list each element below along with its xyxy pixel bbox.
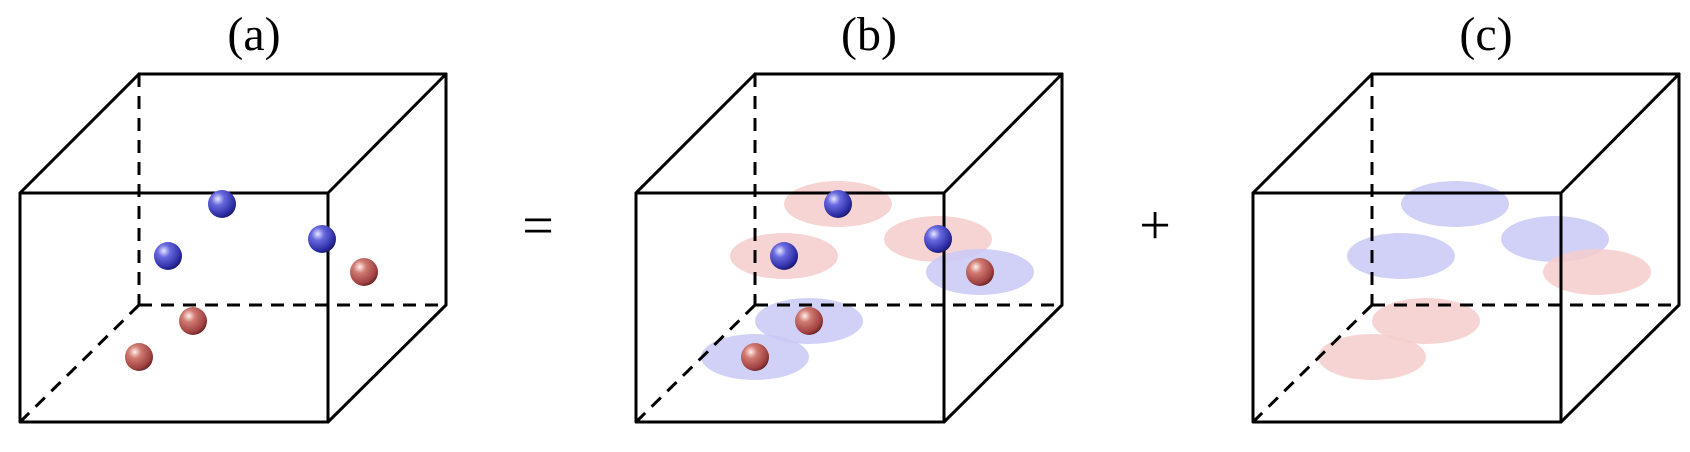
panel-a-label: (a) [227, 8, 280, 61]
negative-charge-particle [770, 242, 798, 270]
edge-top-left [634, 72, 757, 195]
edge-bottom-right [326, 303, 448, 424]
edge-bottom-right [942, 303, 1064, 424]
plus-sign: + [1139, 195, 1171, 257]
panel-c-clouds [1318, 181, 1651, 380]
panel-c-label: (c) [1459, 8, 1512, 61]
panel-b: (b) [634, 8, 1064, 424]
equals-sign: = [522, 195, 554, 257]
positive-charge-particle [795, 307, 823, 335]
panel-a-box [18, 72, 448, 424]
positive-charge-particle [966, 258, 994, 286]
positive-charge-particle [125, 343, 153, 371]
negative-screening-cloud [1401, 181, 1509, 227]
panel-a: (a) [18, 8, 448, 424]
positive-charge-particle [741, 343, 769, 371]
front-face [634, 191, 946, 424]
edge-top-right [1559, 72, 1681, 195]
edge-top-right [942, 72, 1064, 195]
panel-c-box [1251, 72, 1681, 424]
panel-b-box [634, 72, 1064, 424]
panel-c: (c) [1251, 8, 1681, 424]
positive-screening-cloud [1543, 249, 1651, 295]
front-face [18, 191, 330, 424]
negative-screening-cloud [1347, 233, 1455, 279]
negative-charge-particle [154, 242, 182, 270]
negative-charge-particle [824, 190, 852, 218]
negative-charge-particle [208, 190, 236, 218]
edge-top-left [18, 72, 141, 195]
front-face [1251, 191, 1563, 424]
panel-b-particles [741, 190, 994, 371]
negative-charge-particle [924, 225, 952, 253]
positive-screening-cloud [1318, 334, 1426, 380]
edge-bottom-right [1559, 303, 1681, 424]
hidden-edge-depth [1251, 303, 1374, 424]
negative-charge-particle [308, 225, 336, 253]
panel-a-particles [125, 190, 378, 371]
edge-top-right [326, 72, 448, 195]
edge-top-left [1251, 72, 1374, 195]
hidden-edge-depth [634, 303, 757, 424]
panel-b-label: (b) [841, 8, 897, 61]
positive-screening-cloud [1372, 298, 1480, 344]
positive-charge-particle [350, 258, 378, 286]
positive-charge-particle [179, 307, 207, 335]
hidden-edge-depth [18, 303, 141, 424]
